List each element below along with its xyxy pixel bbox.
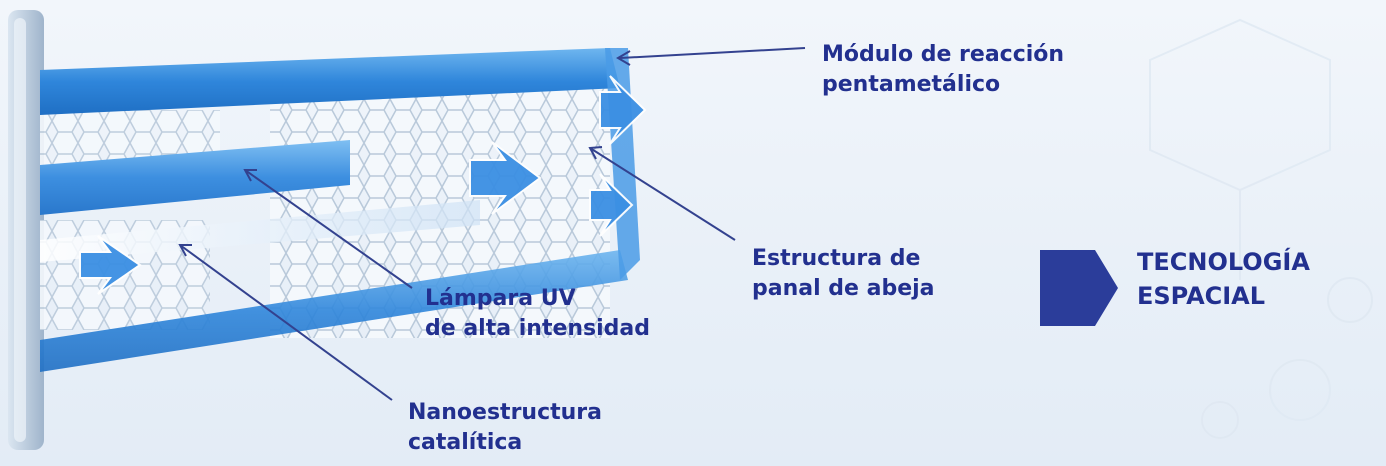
chevron-arrow-icon <box>1040 250 1118 326</box>
top-frame <box>40 48 620 115</box>
background-molecule-pattern <box>1149 18 1373 439</box>
label-honeycomb-structure: Estructura de panal de abeja <box>752 246 935 301</box>
badge-line-2: ESPACIAL <box>1137 281 1266 310</box>
leader-line-reaction-module <box>619 47 806 59</box>
uv-lamp-tube <box>40 140 350 215</box>
label-nanostructure: Nanoestructura catalítica <box>408 400 602 455</box>
badge-line-1: TECNOLOGÍA <box>1137 248 1310 276</box>
airflow-arrows <box>79 75 647 295</box>
label-uv-lamp: Lámpara UV de alta intensidad <box>425 286 651 341</box>
label-reaction-module: Módulo de reacción pentametálico <box>822 42 1065 97</box>
leader-line-uv-lamp <box>244 169 413 289</box>
leader-line-honeycomb <box>589 147 736 241</box>
catalytic-tube <box>40 200 480 262</box>
space-technology-badge: TECNOLOGÍA ESPACIAL <box>1137 246 1310 313</box>
leader-lines <box>178 47 806 401</box>
bottom-frame <box>40 250 628 372</box>
leader-line-nanostructure <box>179 244 393 401</box>
